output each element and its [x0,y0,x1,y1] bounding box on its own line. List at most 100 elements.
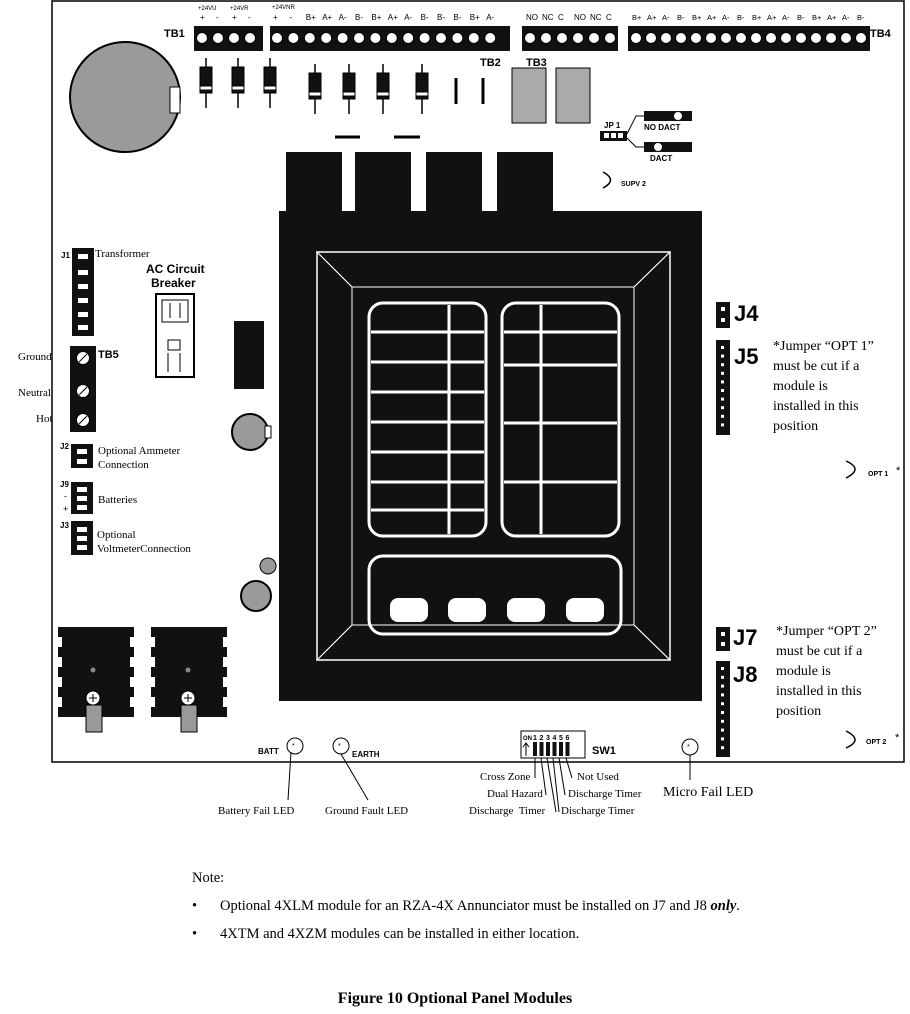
dip-switch-number-2: 2 [540,735,544,742]
cross-zone-label: Cross Zone [480,771,531,783]
dip-switch-number-1: 1 [533,735,537,742]
tb4-pin-1: B+ [632,13,642,22]
j4-label: J4 [734,301,759,326]
tb2-pin-8: A+ [388,13,398,22]
tb2-screw-13 [467,32,480,44]
relay-2 [555,67,591,124]
black-component [234,321,264,389]
tb1-24vr-label: +24VR [230,6,249,12]
tb3-screw-1 [524,32,536,44]
tb4-screw-1 [630,32,642,44]
tb1-terminal-block: TB1 +24VU +24VR + - + - [164,6,263,51]
hot-label: Hot [36,413,53,425]
notes-section: Note: • Optional 4XLM module for an RZA-… [192,864,872,948]
tb3-screw-3 [556,32,568,44]
j5-pin-6 [721,389,724,392]
j8-pin-8 [721,728,724,732]
tb4-screw-10 [765,32,777,44]
panel-diagram: TB1 +24VU +24VR + - + - TB2 +24VNR +-B+A… [18,0,905,817]
tb2-screw-3 [303,32,316,44]
note-line-2: 4XTM and 4XZM modules can be installed i… [220,926,580,942]
j8-pin-3 [721,684,724,688]
tb2-pin-1: + [273,13,278,22]
diode-band-7 [415,91,429,97]
battery-fail-led-icon: * [286,737,304,801]
diodes [199,58,429,114]
jumper1-note: *Jumper “OPT 1” must be cut if a module … [773,339,874,434]
tb1-pin-1: + [200,13,205,22]
j5-pin-8 [721,406,724,410]
discharge-timer-r2-label: Discharge Timer [561,805,635,817]
jumper2-note-line3: module is [776,664,831,679]
dip-switch-4 [552,742,557,756]
tb2-pin-10: B- [421,13,429,22]
j3-label: J3 [60,521,69,530]
supv2-label: SUPV 2 [621,181,646,188]
tb2-terminal-block: TB2 +24VNR +-B+A+A-B-B+A+A-B-B-B-B+A- [270,5,510,69]
tb3-pin-3: C [558,13,564,22]
tb4-screw-15 [840,32,852,44]
note-line-1: Optional 4XLM module for an RZA-4X Annun… [220,892,740,920]
j3-connector: J3 Optional VoltmeterConnection [60,521,191,555]
note-bullet-2: • 4XTM and 4XZM modules can be installed… [192,920,872,948]
tb1-pin-2: - [216,13,219,22]
jp1-label: JP 1 [604,121,621,130]
j5-pin-10 [721,423,724,427]
tb4-screw-9 [750,32,762,44]
opt2-star: * [895,732,900,744]
dip-switch-2 [539,742,544,756]
tb2-screw-12 [451,32,464,44]
resistors [335,78,485,139]
tb2-pin-9: A- [404,13,412,22]
ac-circuit-breaker: AC Circuit Breaker [146,262,205,378]
tb4-screw-5 [690,32,702,44]
tb2-screw-10 [418,32,431,44]
tb4-pin-7: A- [722,13,730,22]
svg-text:*: * [687,744,690,751]
j2-connector: J2 Optional Ammeter Connection [60,442,181,471]
j5-pin-3 [721,363,724,367]
j5-pin-1 [721,346,724,349]
opt1-jumper-icon [845,460,856,479]
jumper1-note-line3: module is [773,379,828,394]
dip-switch-1 [533,742,537,756]
transformer-label: Transformer [95,248,150,260]
tb4-pin-12: B- [797,13,805,22]
batt-minus: - [64,491,67,501]
dip-switch-number-3: 3 [546,735,550,742]
diode-band-1 [199,85,213,91]
note-line-1-text: Optional 4XLM module for an RZA-4X Annun… [220,898,711,914]
j2-label: J2 [60,442,69,451]
voltmeter-label-line1: Optional [97,529,136,541]
j8-pin-5 [721,702,724,706]
tb4-pin-11: A- [782,13,790,22]
tb4-pin-3: A- [662,13,670,22]
large-capacitor [69,41,181,153]
discharge-timer-left-label: Discharge Timer [469,805,546,817]
tb2-screw-7 [369,32,382,44]
j1-label: J1 [61,251,70,260]
j9-connector: J9 - + Batteries [60,480,137,514]
opt1-label: OPT 1 [868,471,888,478]
j8-pin-1 [721,667,724,670]
jumper1-note-line2: must be cut if a [773,359,860,374]
tb2-pin-4: A+ [322,13,332,22]
tb4-screw-14 [825,32,837,44]
tb4-pin-9: B+ [752,13,762,22]
tb2-screw-11 [435,32,447,44]
tb4-screw-16 [855,32,867,44]
tb2-24vnr-label: +24VNR [272,5,296,11]
j8-pin-10 [721,746,724,750]
batteries-label: Batteries [98,494,137,506]
tb2-pin-5: A- [339,13,347,22]
tb2-pin-6: B- [355,13,363,22]
tb4-pin-5: B+ [692,13,702,22]
tb2-screw-8 [385,32,398,44]
tb2-screw-5 [336,32,349,44]
tb3-screw-4 [572,32,584,44]
tb4-pin-14: A+ [827,13,837,22]
regulator-heatsink-2 [151,627,227,733]
ac-breaker-label-line1: AC Circuit [146,262,205,276]
opt2-jumper-icon [845,730,856,749]
small-component-1 [259,557,277,575]
